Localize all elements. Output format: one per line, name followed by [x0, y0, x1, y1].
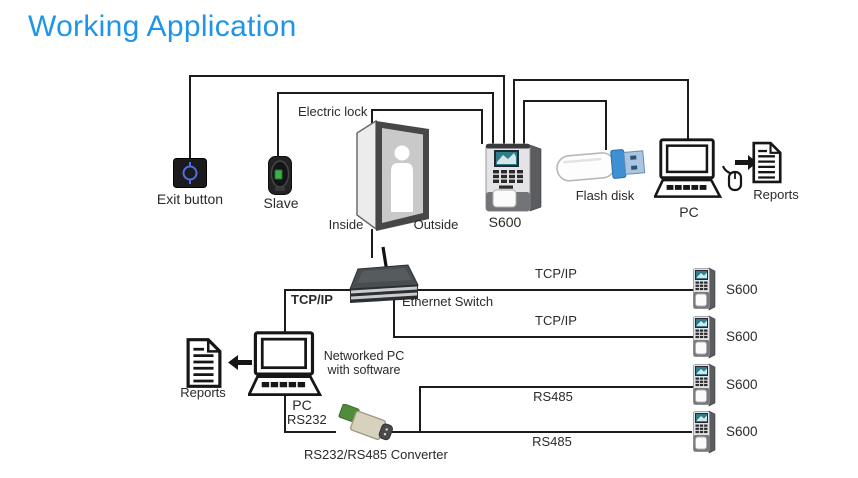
- electric-lock-label: Electric lock: [298, 104, 368, 119]
- reports-doc-icon: [752, 139, 782, 186]
- networked-pc-icon: [248, 331, 322, 397]
- tcpip-uplink-label: TCP/IP: [291, 292, 333, 307]
- rs485-link-1-label: RS485: [533, 389, 573, 404]
- ethernet-switch-label: Ethernet Switch: [402, 294, 494, 309]
- s600-terminal-icon: [692, 362, 718, 408]
- pc-top-label: PC: [679, 204, 699, 220]
- s600-terminal-icon: [692, 314, 718, 360]
- s600-unit-1-label: S600: [726, 282, 758, 297]
- reports-doc-icon: [186, 337, 222, 389]
- ethernet-switch-icon: [349, 246, 419, 303]
- flash-disk-label: Flash disk: [575, 188, 635, 203]
- reports-top-label: Reports: [753, 187, 799, 202]
- exit-button-icon: [173, 158, 207, 188]
- pc-bottom-label: PC: [292, 397, 312, 413]
- slave-reader-icon: [268, 156, 292, 195]
- s600-unit-2-label: S600: [726, 329, 758, 344]
- exit-button-label: Exit button: [156, 191, 224, 207]
- rs485-link-2-label: RS485: [532, 434, 572, 449]
- flash-disk-icon: [556, 149, 646, 182]
- s600-terminal-icon: [692, 409, 718, 455]
- rs232-label: RS232: [287, 412, 327, 427]
- page-title: Working Application: [28, 10, 297, 43]
- s600-terminal-icon: [692, 266, 718, 312]
- rs232-rs485-converter-icon: [338, 404, 393, 441]
- door-outside-label: Outside: [413, 217, 459, 232]
- s600-unit-3-label: S600: [726, 377, 758, 392]
- wire-s600-pc: [513, 79, 689, 144]
- networked-pc-label: Networked PC with software: [323, 349, 405, 377]
- s600-unit-4-label: S600: [726, 424, 758, 439]
- tcpip-link-2-label: TCP/IP: [535, 313, 577, 328]
- door-icon: [356, 119, 429, 231]
- tcpip-link-1-label: TCP/IP: [535, 266, 577, 281]
- s600-main-label: S600: [488, 214, 522, 230]
- converter-label: RS232/RS485 Converter: [304, 447, 448, 462]
- door-inside-label: Inside: [328, 217, 364, 232]
- pc-icon: [654, 138, 722, 199]
- reports-bottom-label: Reports: [180, 385, 226, 400]
- s600-terminal-icon: [485, 143, 542, 212]
- slave-label: Slave: [263, 195, 299, 211]
- mouse-icon: [722, 165, 743, 192]
